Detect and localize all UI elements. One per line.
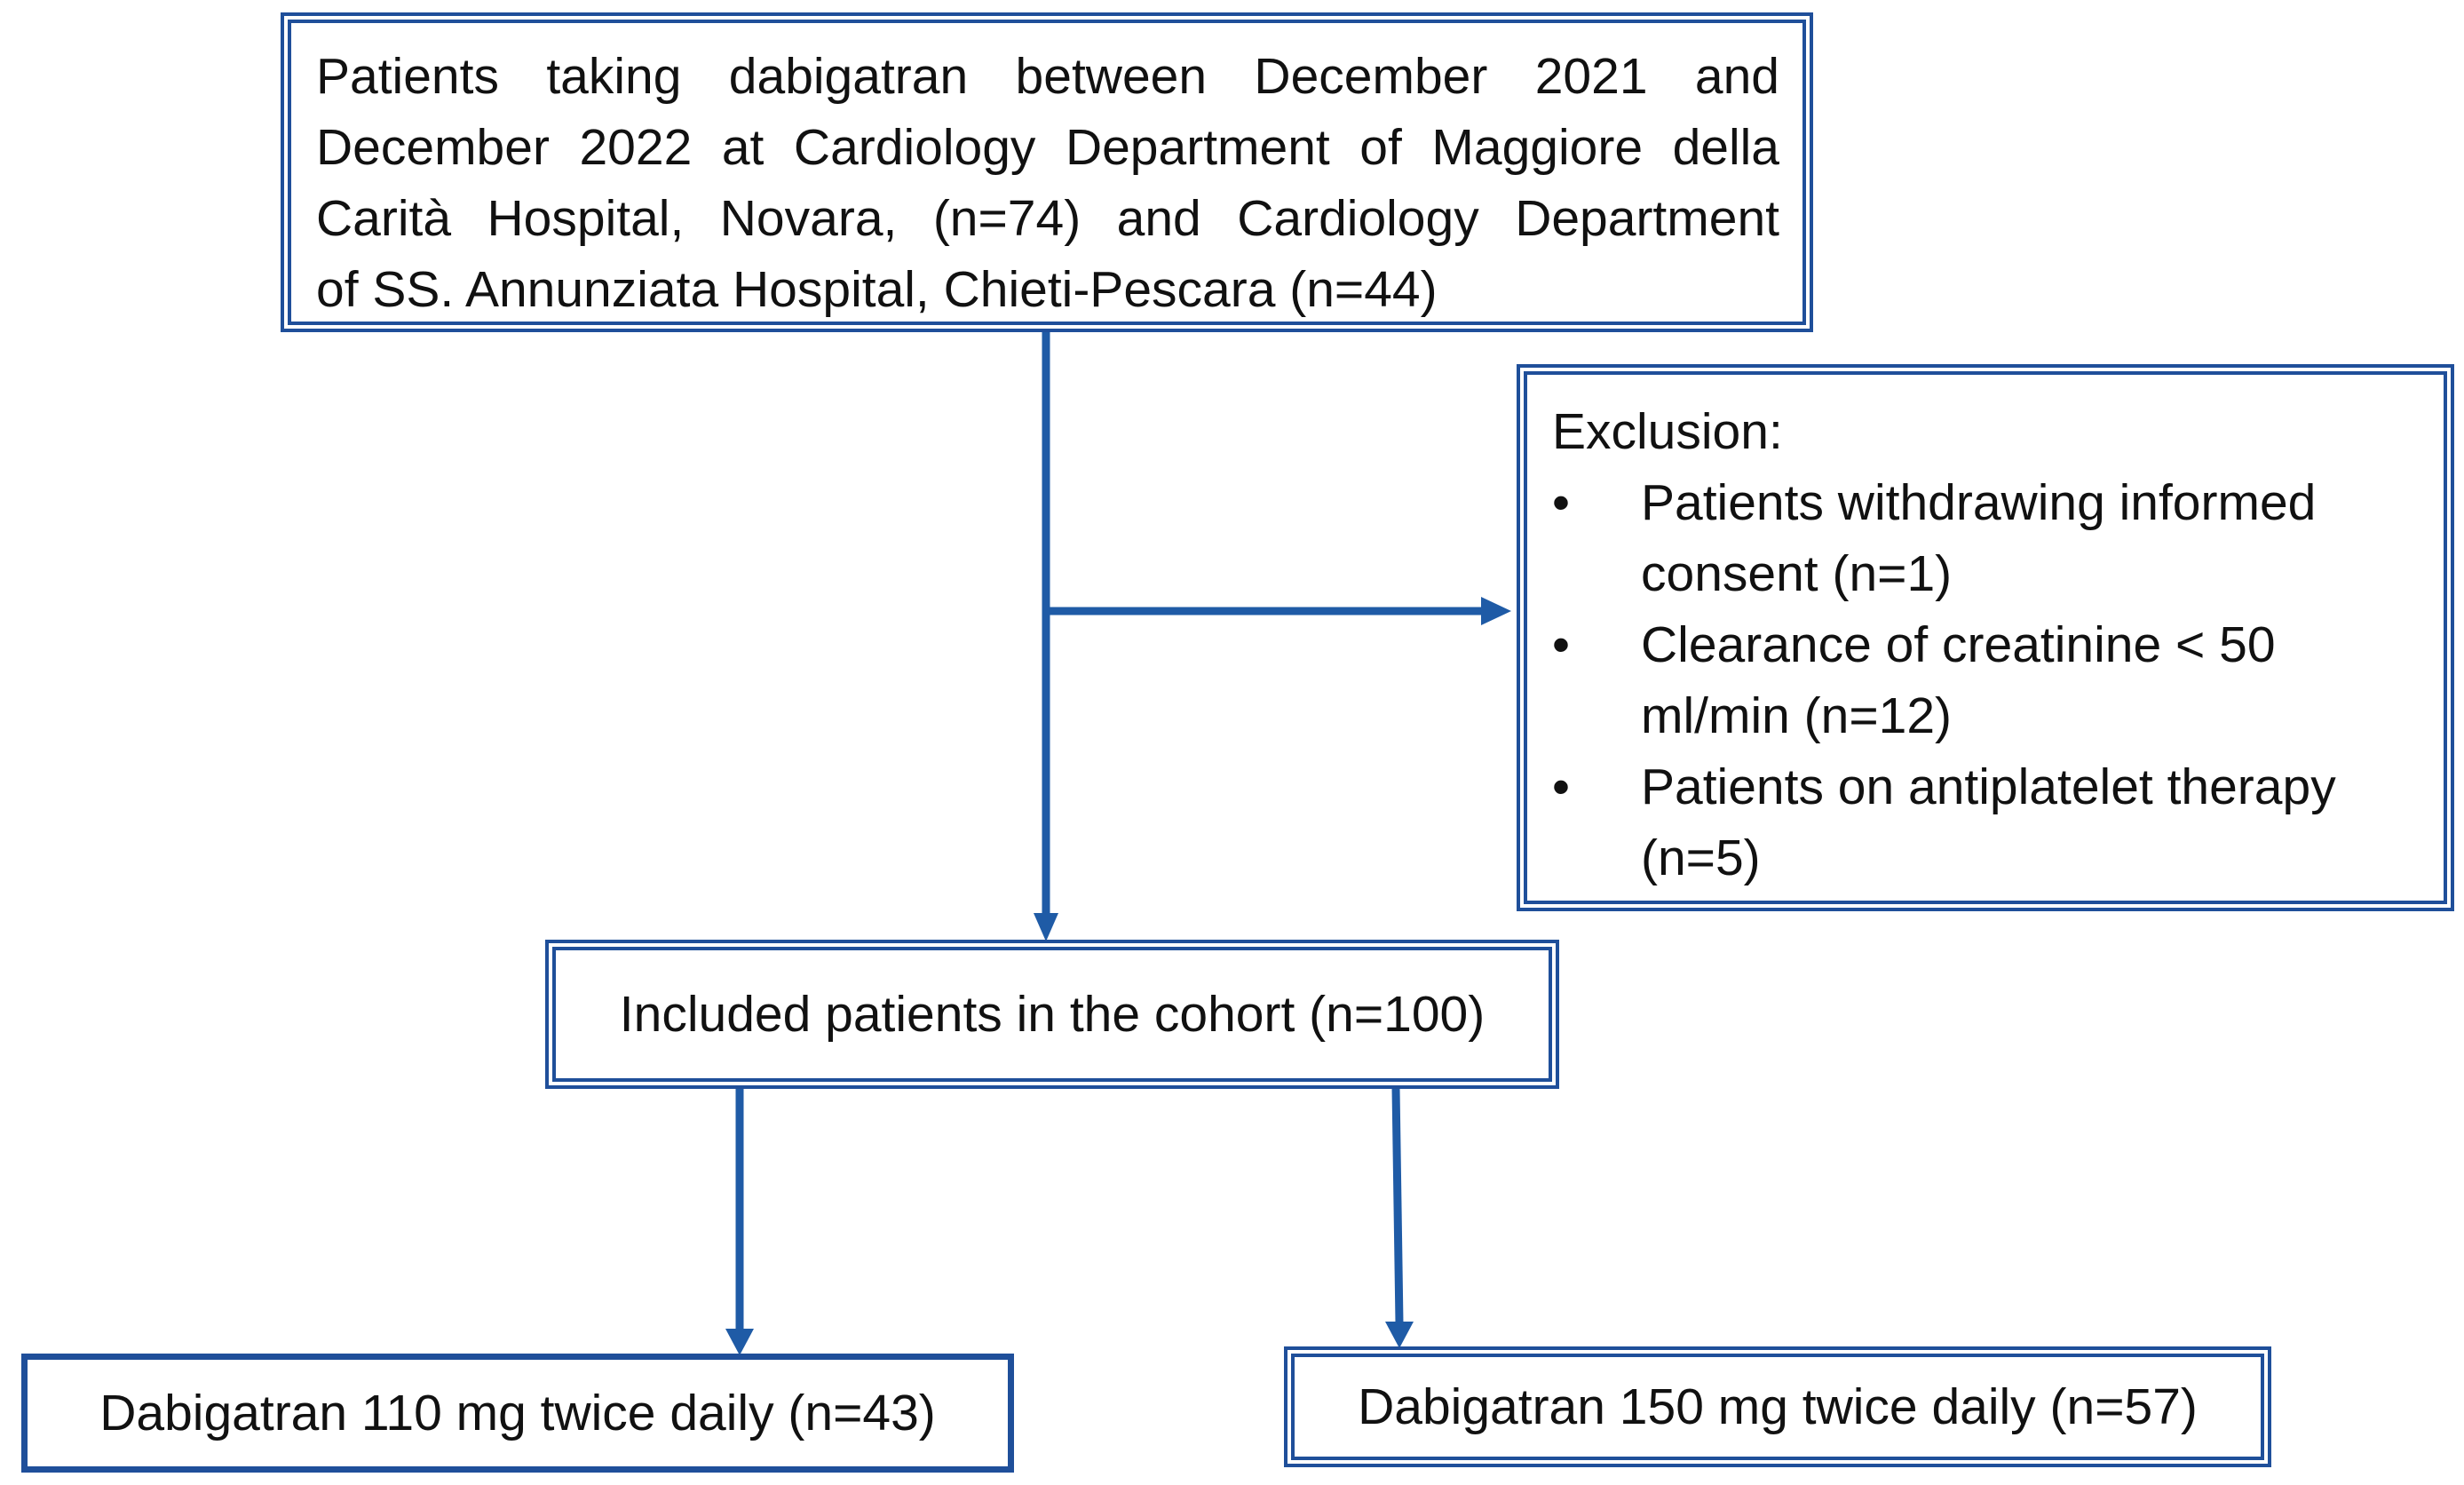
- dose-110-label: Dabigatran 110 mg twice daily (n=43): [99, 1385, 936, 1441]
- arrow-included-to-150: [1391, 1087, 1404, 1324]
- arrowhead-included: [1034, 913, 1058, 941]
- bullet: •: [1552, 474, 1570, 531]
- top-box-line-2: December 2022 at Cardiology Department o…: [316, 119, 1779, 176]
- dose-150-box: Dabigatran 150 mg twice daily (n=57): [1284, 1346, 2271, 1467]
- top-box: Patients taking dabigatran between Decem…: [281, 12, 1813, 332]
- exclusion-item-text: Clearance of creatinine < 50 ml/min (n=1…: [1641, 616, 2276, 744]
- exclusion-box: Exclusion: • Patients withdrawing inform…: [1517, 364, 2454, 911]
- arrowhead-110: [725, 1329, 754, 1355]
- exclusion-item-text: Patients withdrawing informed consent (n…: [1641, 474, 2317, 602]
- dose-150-label: Dabigatran 150 mg twice daily (n=57): [1358, 1378, 2198, 1435]
- included-box: Included patients in the cohort (n=100): [545, 940, 1559, 1089]
- dose-110-box: Dabigatran 110 mg twice daily (n=43): [21, 1354, 1014, 1473]
- bullet: •: [1552, 758, 1570, 815]
- included-label: Included patients in the cohort (n=100): [619, 986, 1486, 1043]
- top-box-line-4: of SS. Annunziata Hospital, Chieti-Pesca…: [316, 261, 1438, 318]
- exclusion-item: • Patients withdrawing informed consent …: [1552, 467, 2426, 609]
- top-box-line-1: Patients taking dabigatran between Decem…: [316, 48, 1779, 105]
- exclusion-item-text: Patients on antiplatelet therapy (n=5): [1641, 758, 2336, 886]
- arrowhead-150: [1385, 1322, 1414, 1348]
- arrowhead-exclusion: [1481, 597, 1511, 625]
- exclusion-item: • Patients on antiplatelet therapy (n=5): [1552, 751, 2426, 893]
- bullet: •: [1552, 616, 1570, 673]
- top-box-line-3: Carità Hospital, Novara, (n=74) and Card…: [316, 190, 1779, 247]
- exclusion-heading: Exclusion:: [1552, 403, 1783, 460]
- exclusion-item: • Clearance of creatinine < 50 ml/min (n…: [1552, 609, 2426, 751]
